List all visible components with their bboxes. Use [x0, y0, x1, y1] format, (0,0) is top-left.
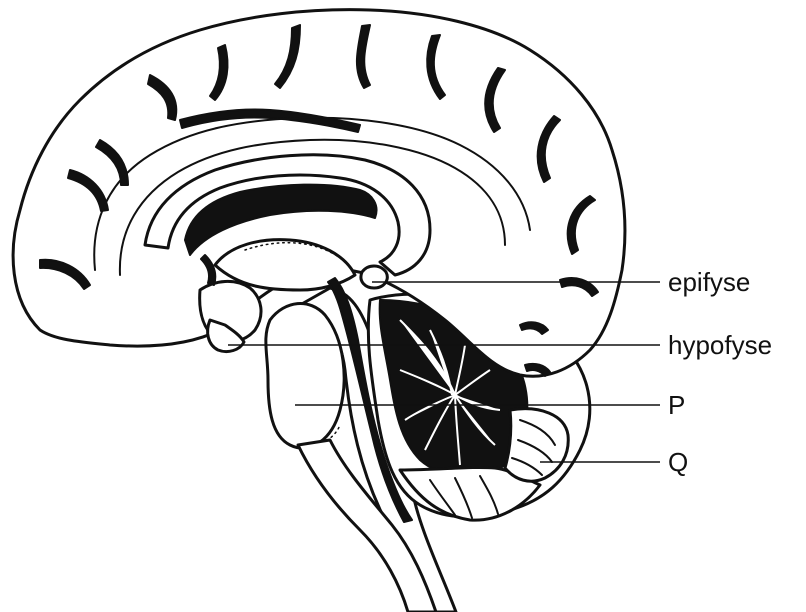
sulci	[39, 24, 599, 377]
pituitary	[206, 318, 246, 354]
fourth-ventricle	[327, 277, 413, 523]
thalamus	[213, 238, 357, 292]
cerebellar-scallops	[503, 407, 570, 483]
lateral-ventricle	[184, 183, 378, 256]
label-epifyse: epifyse	[668, 267, 750, 297]
label-p: P	[668, 390, 685, 420]
spinal-cord	[296, 438, 438, 612]
cingulate-gyrus	[93, 116, 531, 271]
pons	[264, 302, 346, 450]
pineal-body	[359, 264, 389, 290]
cerebellar-lobe-lines	[429, 475, 499, 519]
corpus-callosum	[143, 153, 432, 277]
label-hypofyse: hypofyse	[668, 330, 772, 360]
cerebellar-lobe	[398, 465, 542, 522]
label-q: Q	[668, 447, 688, 477]
